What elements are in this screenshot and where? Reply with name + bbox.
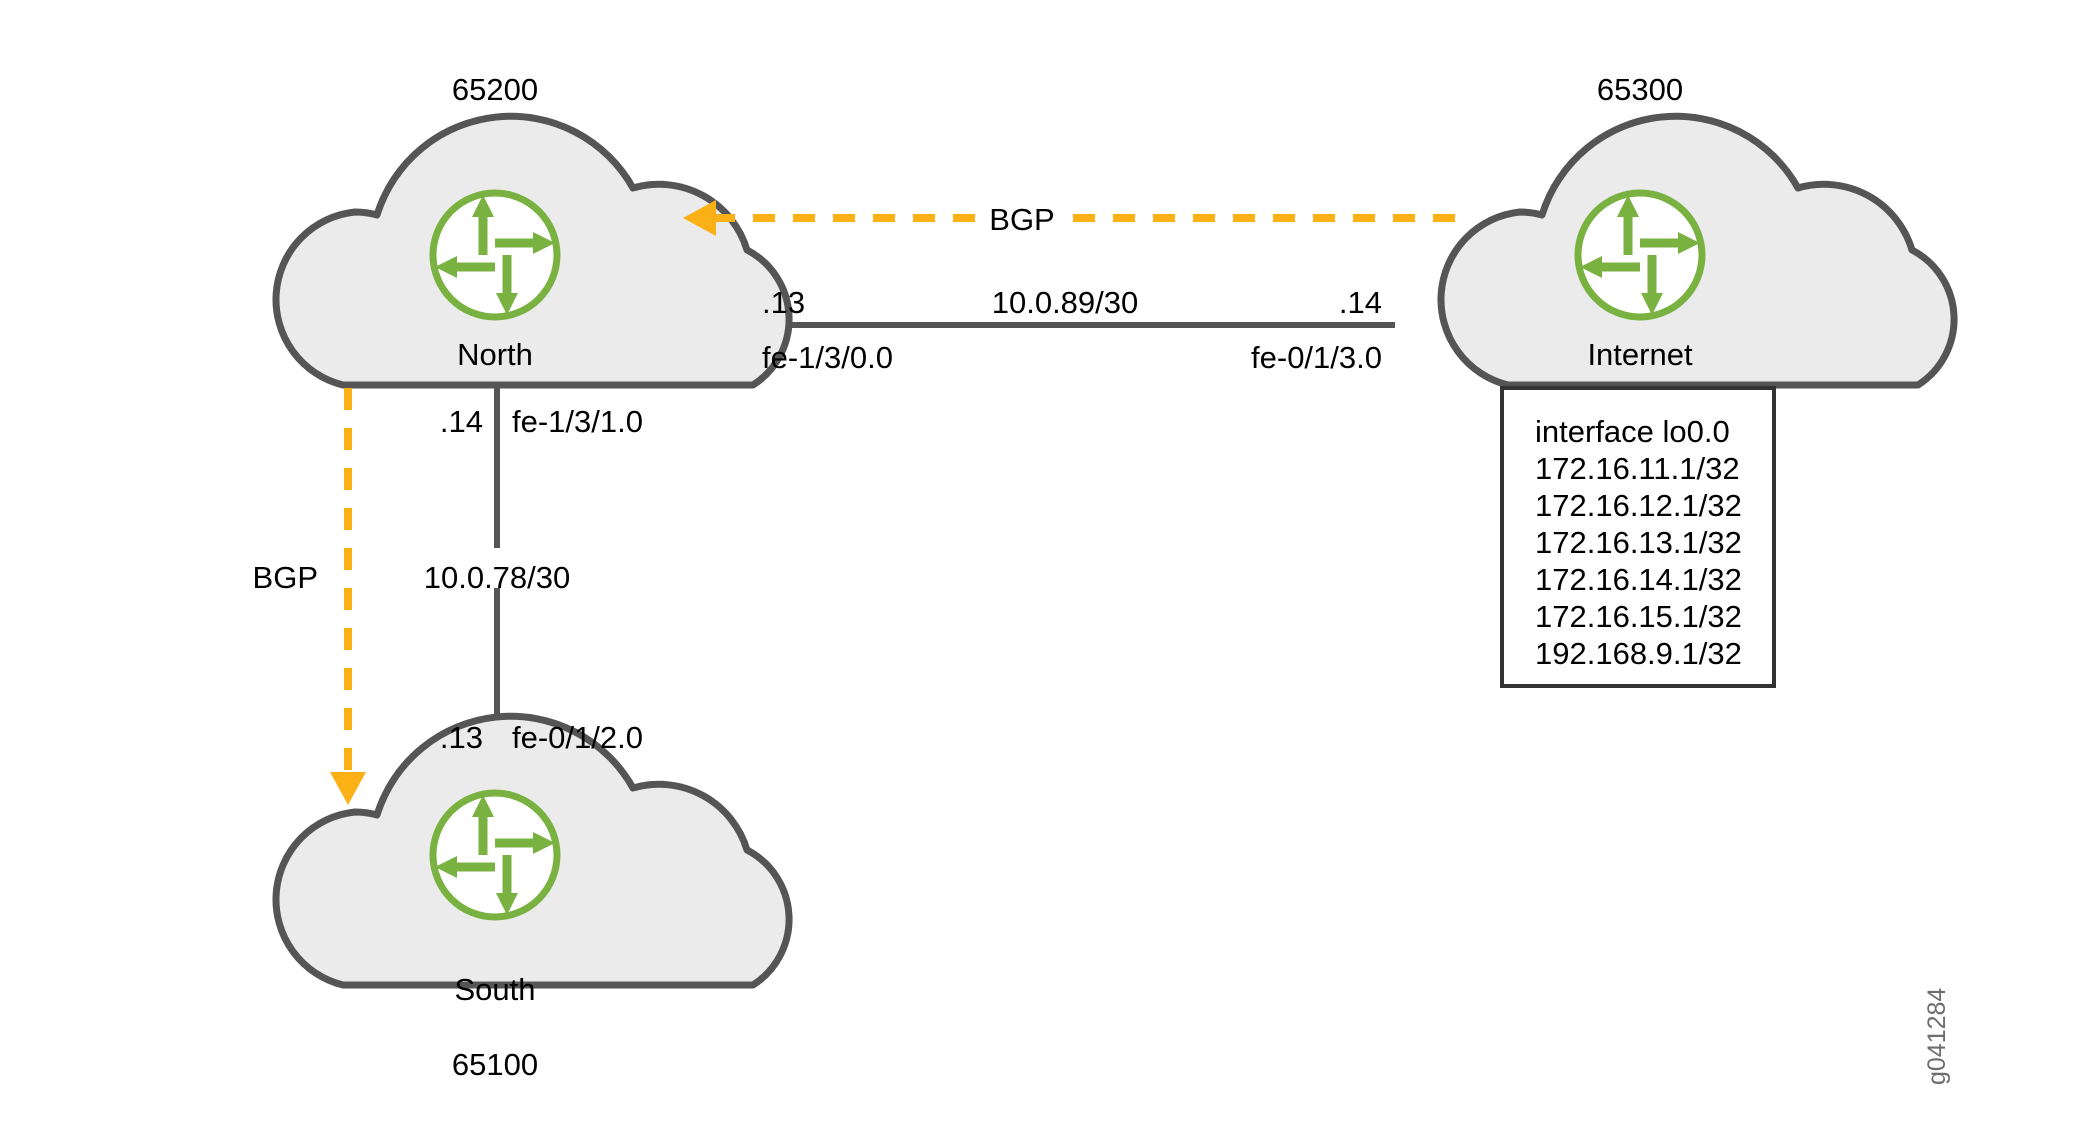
loopback-address: 172.16.12.1/32 bbox=[1535, 488, 1742, 523]
bgp-label-north-south: BGP bbox=[253, 560, 318, 595]
loopback-address: 192.168.9.1/32 bbox=[1535, 636, 1742, 671]
loopback-heading: interface lo0.0 bbox=[1535, 414, 1730, 449]
link-label-right-host: .14 bbox=[1339, 285, 1382, 320]
link-label-subnet-north-internet: 10.0.89/30 bbox=[992, 285, 1139, 320]
node-label-north: North bbox=[457, 337, 533, 372]
link-label-top-interface: fe-1/3/1.0 bbox=[512, 404, 643, 439]
link-label-top-host: .14 bbox=[440, 404, 483, 439]
loopback-address: 172.16.15.1/32 bbox=[1535, 599, 1742, 634]
link-label-bottom-interface: fe-0/1/2.0 bbox=[512, 720, 643, 755]
bgp-arrowhead-north bbox=[683, 200, 716, 236]
bgp-label-internet-north: BGP bbox=[989, 202, 1054, 237]
link-label-subnet-north-south: 10.0.78/30 bbox=[424, 560, 571, 595]
link-label-right-interface: fe-0/1/3.0 bbox=[1251, 340, 1382, 375]
node-label-south: South bbox=[454, 972, 535, 1007]
link-label-bottom-host: .13 bbox=[440, 720, 483, 755]
as-number-south: 65100 bbox=[452, 1047, 538, 1082]
router-icon-internet bbox=[1578, 193, 1702, 317]
router-icon-north bbox=[433, 193, 557, 317]
as-number-internet: 65300 bbox=[1597, 72, 1683, 107]
loopback-box bbox=[1500, 386, 1776, 688]
router-icon-south bbox=[433, 793, 557, 917]
figure-id-watermark: g041284 bbox=[1923, 988, 1951, 1085]
bgp-arrowhead-south bbox=[330, 772, 366, 805]
loopback-address: 172.16.11.1/32 bbox=[1535, 451, 1740, 486]
loopback-address: 172.16.14.1/32 bbox=[1535, 562, 1742, 597]
node-label-internet: Internet bbox=[1587, 337, 1693, 372]
as-number-north: 65200 bbox=[452, 72, 538, 107]
loopback-address: 172.16.13.1/32 bbox=[1535, 525, 1742, 560]
link-label-left-host: .13 bbox=[762, 285, 805, 320]
link-label-left-interface: fe-1/3/0.0 bbox=[762, 340, 893, 375]
